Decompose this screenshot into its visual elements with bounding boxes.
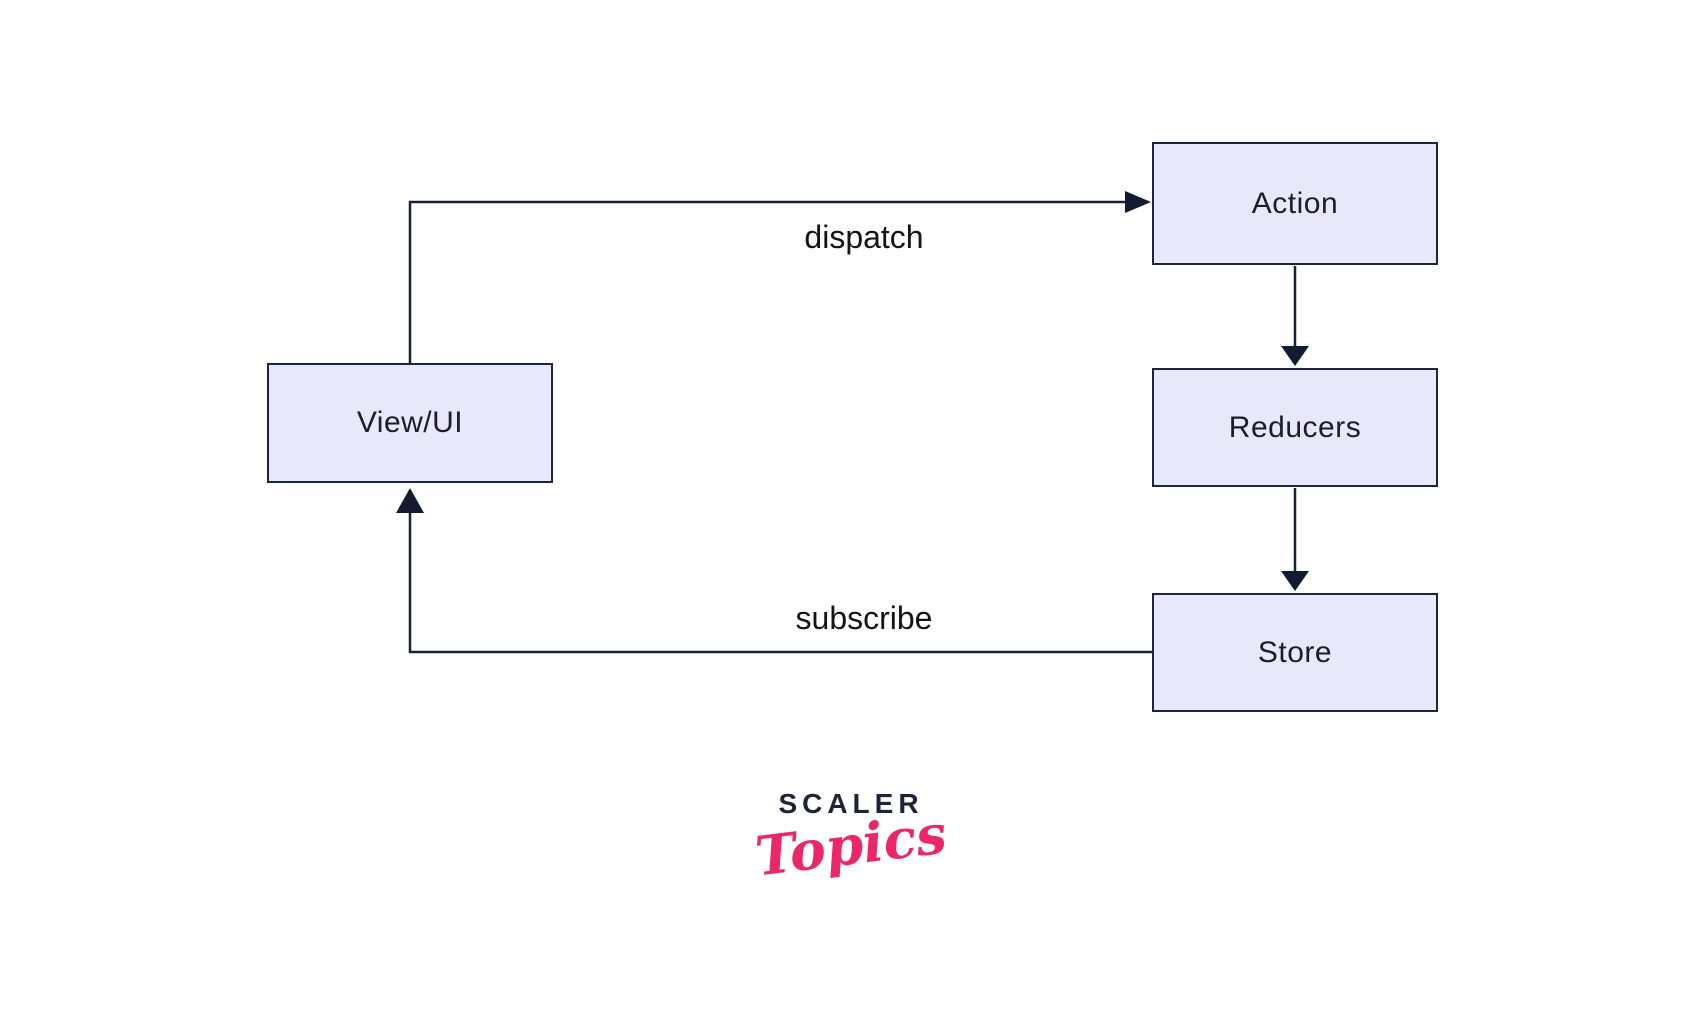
node-action: Action [1152,142,1438,265]
node-store: Store [1152,593,1438,712]
logo-brand-text: SCALER [778,788,924,819]
edge-label-subscribe: subscribe [795,600,933,636]
dispatch-arrowhead-icon [1125,191,1151,213]
action-to-reducers-arrow [1281,266,1309,366]
up-arrowhead-icon [396,488,424,513]
node-action-label: Action [1251,186,1339,220]
reducers-to-store-arrow [1281,488,1309,591]
node-reducers: Reducers [1152,368,1438,487]
dispatch-arrow [408,191,1151,364]
down-arrowhead-icon [1281,571,1309,591]
node-reducers-label: Reducers [1228,410,1362,444]
scaler-topics-logo: SCALER Topics [751,788,951,888]
node-view-ui: View/UI [267,363,553,483]
edge-label-dispatch: dispatch [804,219,924,255]
node-store-label: Store [1257,635,1333,669]
down-arrowhead-icon [1281,346,1309,366]
node-view-ui-label: View/UI [356,406,464,439]
